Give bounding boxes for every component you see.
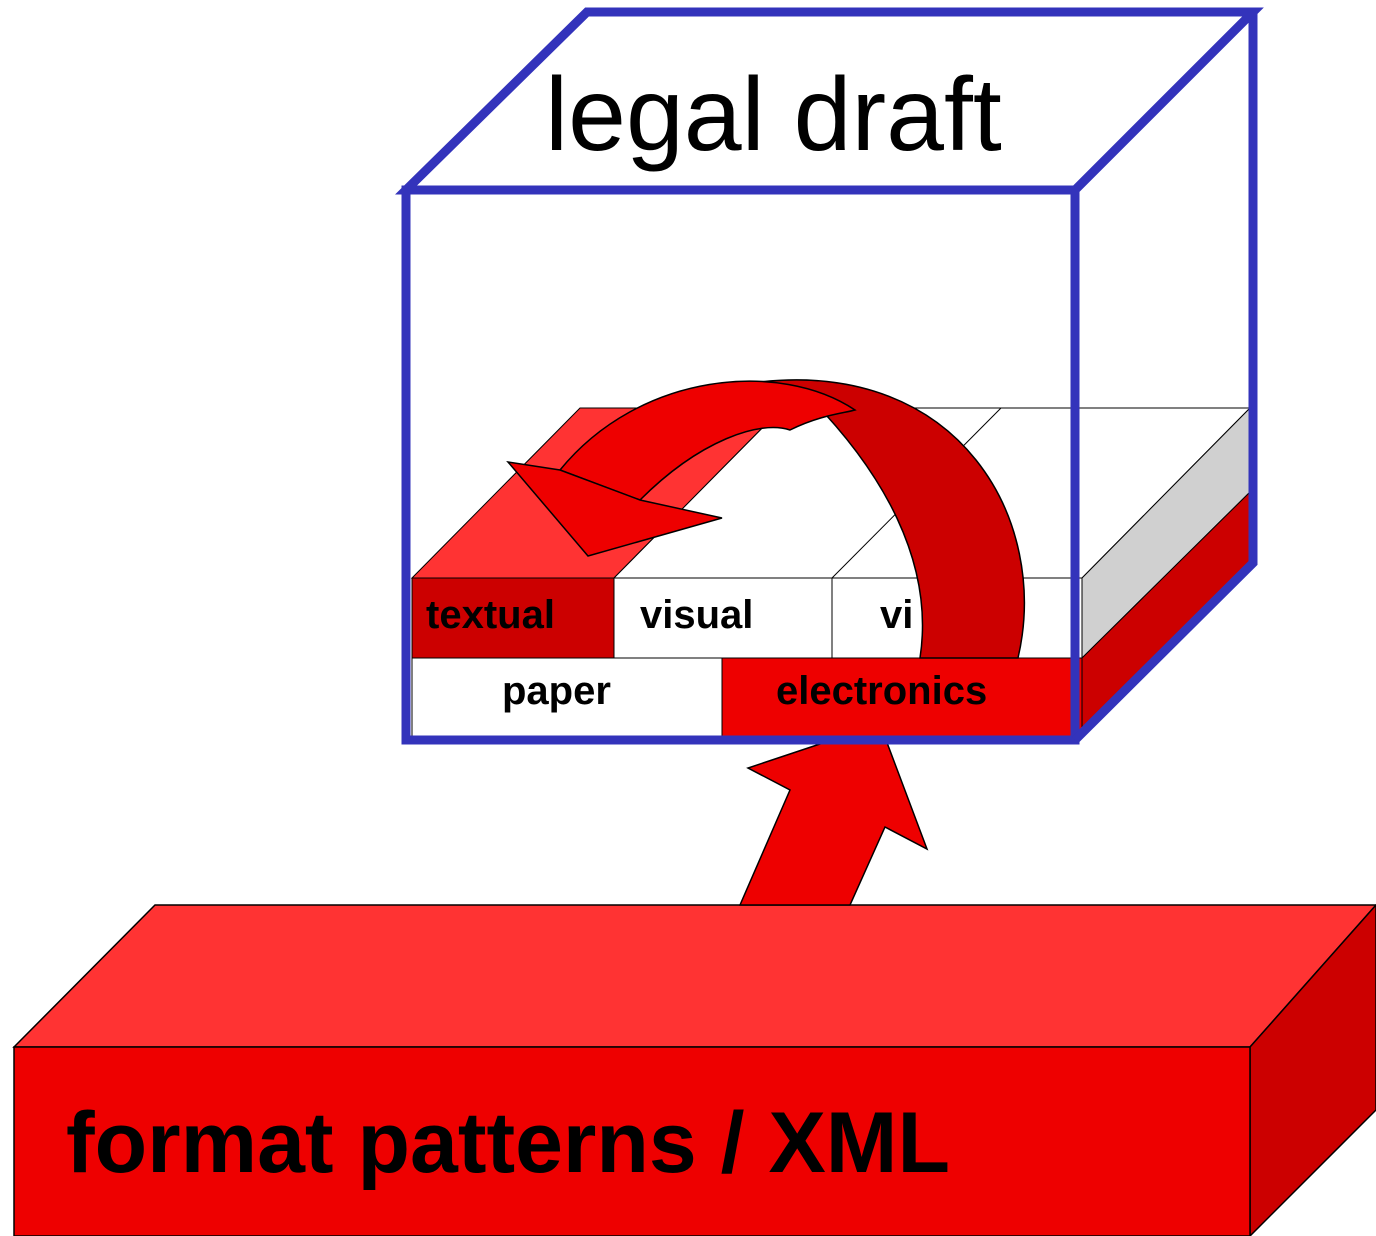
- container-title: legal draft: [545, 57, 1002, 173]
- base-block-top: [12, 904, 1376, 1048]
- up-arrow-icon: [738, 723, 929, 906]
- cell-textual-label: textual: [426, 593, 555, 637]
- base-block-label: format patterns / XML: [66, 1095, 950, 1191]
- cell-visual: [613, 577, 833, 659]
- cell-electronics-label: electronics: [776, 669, 987, 713]
- layer-stack: textual visual vi paper electronics: [410, 406, 1252, 738]
- container-front-face: [401, 185, 1080, 745]
- container-side-edge: [1071, 12, 1258, 744]
- cell-textual: [411, 577, 615, 659]
- cell-visual-label: visual: [640, 593, 753, 637]
- cell-vi-label: vi: [880, 593, 913, 637]
- legal-draft-container: [395, 7, 1264, 745]
- curved-arrow-icon: [506, 379, 1026, 659]
- cell-paper: [411, 657, 723, 737]
- base-block-front: [13, 1046, 1251, 1236]
- base-block: format patterns / XML: [12, 903, 1376, 1236]
- cell-paper-label: paper: [502, 669, 611, 713]
- cell-electronics: [721, 657, 1083, 737]
